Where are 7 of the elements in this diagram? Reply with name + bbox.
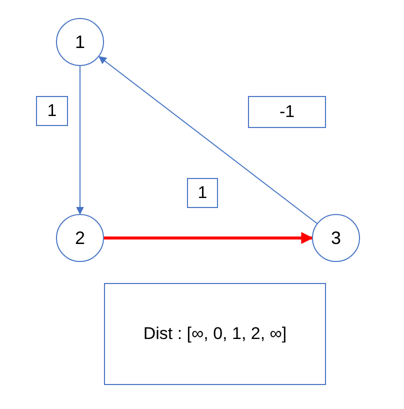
edge-label: -1 (248, 96, 326, 128)
edge-label: 1 (36, 96, 68, 126)
text-box: Dist : [∞, 0, 1, 2, ∞] (104, 283, 326, 385)
arrow (104, 232, 314, 244)
edge-label: 1 (187, 178, 218, 208)
arrow (98, 56, 318, 224)
arrow (76, 66, 84, 215)
